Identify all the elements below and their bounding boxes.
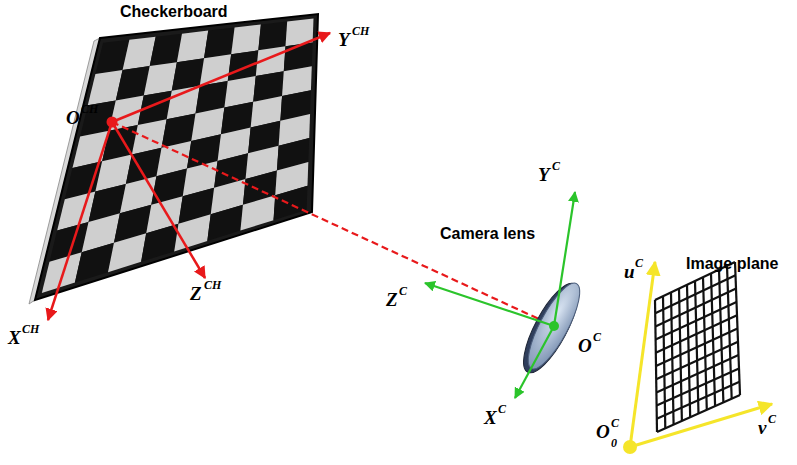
checker-square — [141, 224, 178, 262]
axis-name: u — [624, 262, 635, 281]
axis-name: Z — [386, 290, 398, 309]
checker-square — [174, 214, 211, 251]
axis-superscript: C — [552, 160, 560, 172]
axis-subscript: 0 — [611, 437, 617, 449]
grid-line — [735, 262, 740, 395]
axis-superscript: CH — [81, 103, 98, 115]
axis-superscript: C — [611, 417, 619, 429]
board-origin — [107, 117, 118, 128]
checker-square — [42, 252, 82, 293]
axis-name: X — [484, 408, 497, 427]
camera-lens — [519, 277, 589, 375]
checkerboard — [29, 14, 318, 304]
image-axis — [630, 404, 772, 447]
board-axis — [48, 122, 112, 320]
axis-name: Y — [338, 30, 350, 49]
axis-superscript: C — [593, 331, 601, 343]
axis-superscript: CH — [22, 323, 39, 335]
axis-superscript: C — [768, 413, 776, 425]
checker-square — [177, 31, 208, 63]
camera-axis — [554, 192, 575, 326]
checker-square — [240, 195, 275, 230]
checker-square — [207, 205, 243, 241]
checker-square — [108, 233, 146, 272]
axis-superscript: CH — [352, 25, 369, 37]
axis-superscript: C — [399, 285, 407, 297]
camera-origin — [549, 321, 559, 331]
axis-name: X — [8, 328, 21, 347]
checker-square — [274, 186, 308, 220]
checker-square — [258, 21, 287, 50]
axis-name: O — [596, 422, 610, 441]
lens-rim — [513, 276, 588, 379]
grid-line — [711, 273, 715, 406]
axis-superscript: C — [498, 403, 506, 415]
checker-square — [75, 243, 114, 283]
camera-axis — [515, 326, 554, 398]
grid-line — [703, 277, 707, 410]
part-name: Checkerboard — [120, 4, 228, 20]
checker-square — [231, 25, 261, 55]
board-frame — [35, 14, 318, 300]
axis-superscript: C — [635, 257, 643, 269]
axis-name: O — [578, 336, 592, 355]
axis-superscript: CH — [204, 279, 221, 291]
axis-name: Z — [190, 284, 202, 303]
board-axis — [112, 122, 205, 278]
checker-square — [228, 50, 259, 81]
image-axis — [630, 262, 655, 447]
axes — [48, 33, 772, 454]
image-plane-grid — [655, 262, 740, 432]
projection-ray — [112, 122, 554, 326]
grid-line — [719, 270, 723, 403]
checker-square — [204, 28, 235, 59]
grid-line — [727, 266, 732, 399]
camera-axis — [425, 283, 554, 326]
axis-name: v — [758, 418, 766, 437]
part-name: Image plane — [686, 256, 778, 272]
board-axis — [112, 33, 330, 122]
image-origin — [623, 440, 637, 454]
axis-name: Y — [538, 165, 550, 184]
part-name: Camera lens — [440, 226, 535, 242]
axis-name: O — [66, 108, 80, 127]
